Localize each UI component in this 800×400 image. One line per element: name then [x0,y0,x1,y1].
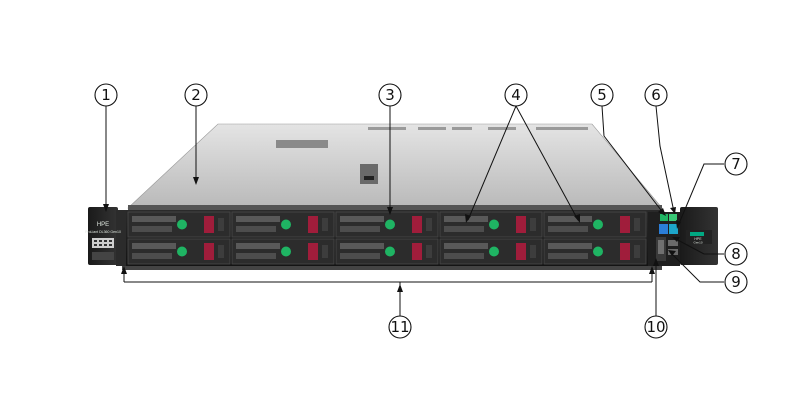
left-ear-logo: HPE [97,222,109,228]
drive-status-led [489,246,499,257]
callout-6: 6 [644,83,668,107]
callout-4: 4 [504,83,528,107]
drive-release-latch[interactable] [620,216,630,233]
status-led [660,214,668,221]
callout-number: 1 [101,86,111,104]
ilo-service-port[interactable] [668,240,678,246]
drive-status-led [593,246,603,257]
callout-arrowheads [103,177,681,292]
top-vent-left [276,140,328,148]
leader-7 [677,163,724,227]
right-ear-line2: Gen10 [693,241,702,245]
drive-release-latch[interactable] [620,243,630,260]
callout-number: 8 [731,245,741,263]
health-led [669,214,677,221]
drive-status-led [281,246,291,257]
leader-8 [673,237,724,255]
drive-bay[interactable] [335,238,439,265]
hpe-logo-bar [690,232,704,236]
right-rack-ear: HPE Gen10 [680,207,718,265]
callout-markers: 1 2 3 4 5 6 7 8 9 10 11 [94,83,748,339]
callout-number: 5 [597,86,607,104]
callout-3: 3 [378,83,402,107]
drive-bay[interactable] [439,238,543,265]
drive-release-latch[interactable] [412,216,422,233]
drive-status-led [177,219,187,230]
callout-number: 2 [191,86,201,104]
drive-release-latch[interactable] [308,243,318,260]
right-ear-line1: HPE [694,237,702,241]
chassis-front-lip [128,205,662,211]
left-ear-label-plate [92,238,114,248]
callout-number: 3 [385,86,395,104]
drive-bay[interactable] [231,238,335,265]
callout-9: 9 [724,270,748,294]
drive-bay-grid [127,211,647,265]
callout-7: 7 [724,152,748,176]
callout-10: 10 [644,315,668,339]
left-ear-model: ProLiant DL360 Gen10 [85,230,121,234]
leader-5 [601,105,665,215]
top-latch [360,164,378,184]
drive-status-led [281,219,291,230]
drive-status-led [385,246,395,257]
drive-release-latch[interactable] [308,216,318,233]
chassis-top-cover [127,123,663,209]
drive-bay[interactable] [335,211,439,238]
drive-status-led [177,246,187,257]
uid-button[interactable] [669,224,678,234]
drive-bay[interactable] [543,238,647,265]
callout-number: 9 [731,273,741,291]
drive-bay[interactable] [231,211,335,238]
left-rack-ear: HPE ProLiant DL360 Gen10 [85,207,126,266]
leader-4b [515,105,579,221]
leader-9 [669,251,724,283]
callout-number: 6 [651,86,661,104]
drive-status-led [489,219,499,230]
callout-1: 1 [94,83,118,107]
callout-number: 4 [511,86,521,104]
drive-release-latch[interactable] [516,243,526,260]
drive-release-latch[interactable] [204,243,214,260]
top-vent-right [368,127,588,130]
callout-11: 11 [388,315,412,339]
callout-number: 7 [731,155,741,173]
drive-bay[interactable] [127,238,231,265]
power-button[interactable] [659,224,668,234]
drive-release-latch[interactable] [516,216,526,233]
leader-4a [467,105,517,221]
drive-release-latch[interactable] [204,216,214,233]
drive-bay[interactable] [439,211,543,238]
callout-leader-lines [105,105,724,316]
callout-8: 8 [724,242,748,266]
callout-number: 10 [646,318,665,336]
callout-5: 5 [590,83,614,107]
drive-status-led [593,219,603,230]
drive-bay[interactable] [127,211,231,238]
drive-release-latch[interactable] [412,243,422,260]
leader-6 [655,105,675,213]
callout-2: 2 [184,83,208,107]
callout-number: 11 [390,318,409,336]
drive-bay[interactable] [543,211,647,238]
drive-status-led [385,219,395,230]
